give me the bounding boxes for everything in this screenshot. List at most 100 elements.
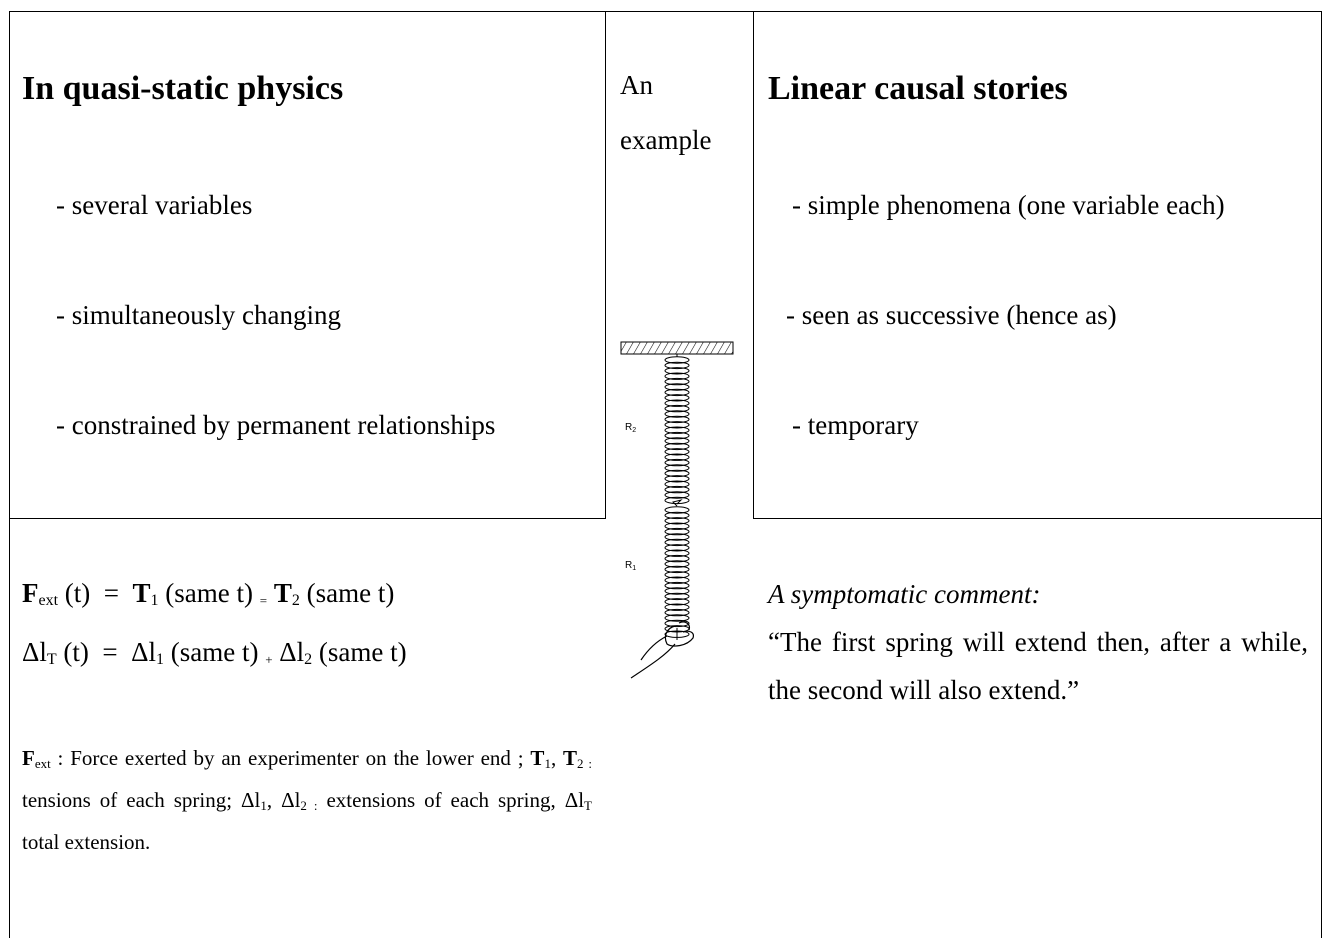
coil-turn (664, 361, 690, 370)
note-t3: tensions of each spring; Δl (22, 788, 261, 812)
note-s1: 1 (260, 798, 267, 813)
coil-turn (664, 448, 690, 456)
spring-r2 (664, 356, 690, 505)
formula-force-T2: T (273, 578, 292, 608)
left-border (9, 11, 10, 938)
coil-turn (664, 410, 690, 418)
coil-turn (664, 603, 690, 611)
coil-turn (664, 560, 690, 568)
formula-ext-sub1: 1 (155, 651, 164, 668)
note-T1-sub: 1 (544, 756, 551, 771)
coil-turn (664, 475, 690, 483)
coil-turn (664, 522, 690, 530)
formula-note: Fext : Force exerted by an experimenter … (22, 740, 592, 861)
coil-turn (664, 383, 690, 391)
spring-link (672, 354, 683, 640)
coil-turn (664, 544, 690, 552)
coil-turn (664, 592, 690, 601)
ceiling-support (620, 341, 734, 355)
right-heading: Linear causal stories (768, 70, 1068, 107)
formula-force-end: (same t) (299, 578, 395, 608)
coil-turn (664, 431, 690, 440)
coil-turn (664, 533, 690, 541)
formula-ext-end: (same t) (312, 637, 407, 667)
spring-r1 (664, 354, 690, 640)
spring-top-index: 2 (632, 427, 636, 434)
left-heading: In quasi-static physics (22, 70, 344, 107)
formula-ext-sub2: 2 (304, 651, 313, 668)
spring-top-letter: R (625, 422, 632, 433)
coil-turn (664, 426, 690, 434)
note-t1: : Force exerted by an experimenter on th… (50, 746, 531, 770)
coil-turn (664, 480, 690, 488)
coil-turn (664, 511, 690, 520)
formula-force-T2-sub: 2 (291, 592, 300, 609)
example-label: An example (620, 58, 711, 168)
coil-turn (664, 619, 690, 628)
coil-turn (664, 491, 690, 499)
right-item-2: - seen as successive (hence as) (786, 300, 1117, 330)
note-t2: , (550, 746, 564, 770)
spring-bottom-index: 1 (632, 565, 636, 572)
coil-turn (664, 538, 690, 547)
example-label-line1: An (620, 70, 653, 100)
hand-icon (630, 621, 694, 679)
coil-turn (664, 399, 690, 407)
left-box-right-border (605, 11, 606, 519)
formula-force-F: F (22, 578, 39, 608)
coil-turn (664, 453, 690, 461)
formula-force-T1: T (132, 578, 151, 608)
formula-ext-mid: (same t) (163, 637, 266, 667)
formula-force: Fext (t) = T1 (same t) = T2 (same t) (22, 578, 394, 610)
comment-quote: “The first spring will extend then, afte… (768, 627, 1308, 705)
coil-turn (664, 377, 690, 386)
coil-turn (664, 485, 690, 494)
right-item-3: - temporary (792, 410, 919, 440)
formula-force-op: = (259, 593, 268, 608)
spring-diagram: R2 R1 (620, 341, 734, 679)
note-t6: total extension. (22, 830, 151, 854)
left-item-3: - constrained by permanent relationships (56, 410, 496, 440)
coil-turn (664, 367, 690, 375)
formula-force-lhs: (t) = (58, 578, 133, 608)
formula-ext-dl-sub: T (46, 651, 57, 668)
top-border (9, 11, 1322, 12)
formula-ext-lhs: (t) = Δl (56, 637, 156, 667)
note-t4: , Δl (266, 788, 301, 812)
coil-turn (664, 469, 690, 478)
formula-force-mid: (same t) (158, 578, 260, 608)
formula-force-F-sub: ext (38, 592, 59, 609)
note-s2: 2 : (300, 798, 318, 813)
formula-ext-op: + (265, 652, 273, 667)
coil-turn (664, 388, 690, 397)
coil-turn (664, 549, 690, 557)
note-F: F (22, 746, 35, 770)
example-label-line2: example (620, 125, 712, 155)
coil-turn (664, 571, 690, 579)
formula-ext-dl: Δl (22, 637, 47, 667)
left-item-1: - several variables (56, 190, 253, 220)
note-T2-sub: 2 : (577, 756, 592, 771)
coil-turn (664, 437, 690, 445)
coil-turn (664, 464, 690, 472)
spring-top-label: R2 (625, 422, 636, 434)
coil-turn (664, 565, 690, 574)
coil-turn (664, 527, 690, 536)
coil-turn (664, 404, 690, 413)
formula-extension: ΔlT (t) = Δl1 (same t) + Δl2 (same t) (22, 637, 407, 669)
note-t5: extensions of each spring, Δl (317, 788, 585, 812)
coil-turn (664, 421, 690, 429)
right-item-1: - simple phenomena (one variable each) (792, 190, 1225, 220)
formula-ext-dl2: Δl (272, 637, 305, 667)
coil-turn (664, 517, 690, 525)
spring-bottom-label: R1 (625, 560, 636, 572)
coil-turn (664, 608, 690, 617)
spring-bottom-letter: R (625, 560, 632, 571)
left-item-2: - simultaneously changing (56, 300, 341, 330)
comment-title: A symptomatic comment: (768, 579, 1041, 609)
right-box-bottom-border (753, 518, 1322, 519)
note-F-sub: ext (34, 756, 51, 771)
coil-turn (664, 506, 690, 514)
coil-turn (664, 598, 690, 606)
coil-turn (664, 442, 690, 451)
